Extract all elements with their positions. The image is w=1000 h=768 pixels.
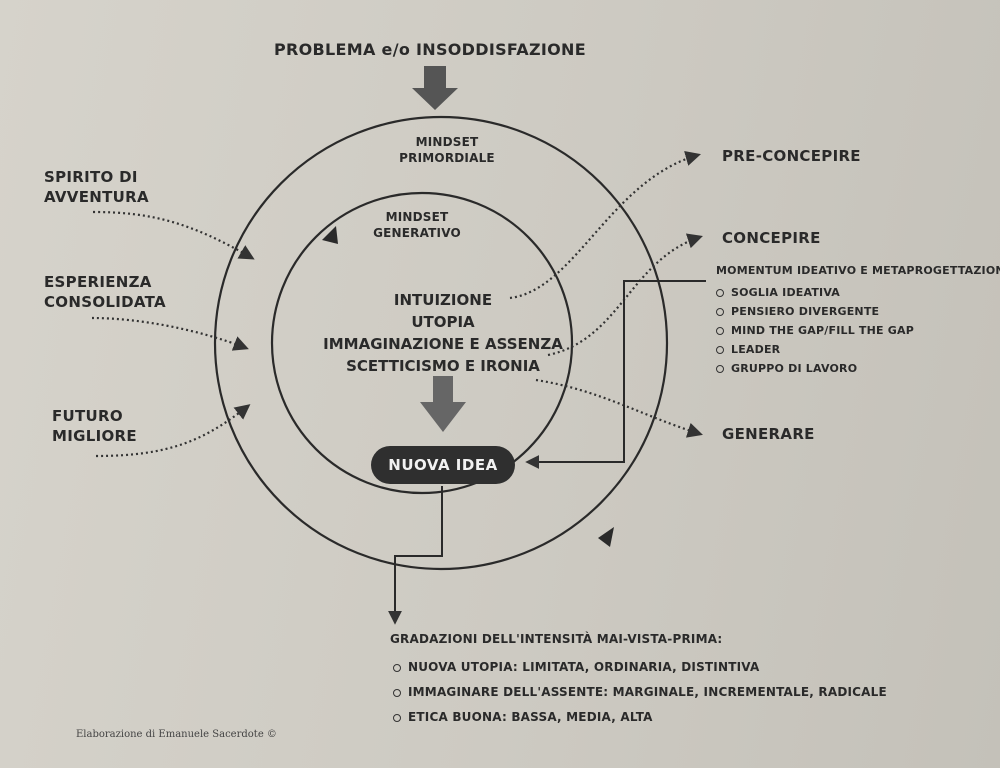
momentum-item: SOGLIA IDEATIVA: [716, 283, 914, 302]
output-curve-concepire: [547, 233, 703, 357]
bullet-circle-icon: [393, 663, 401, 672]
core-concepts: INTUIZIONE UTOPIA IMMAGINAZIONE E ASSENZ…: [300, 289, 586, 377]
momentum-item-label: SOGLIA IDEATIVA: [731, 286, 841, 299]
problem-label: PROBLEMA e/o INSODDISFAZIONE: [274, 40, 586, 59]
output-preconcepire: PRE-CONCEPIRE: [722, 147, 861, 165]
input-futuro: FUTURO MIGLIORE: [52, 406, 137, 446]
momentum-item: PENSIERO DIVERGENTE: [716, 302, 914, 321]
gradazioni-item-label: IMMAGINARE DELL'ASSENTE: MARGINALE, INCR…: [408, 685, 887, 699]
input-avventura-line2: AVVENTURA: [44, 188, 149, 206]
mindset-primordiale-line1: MINDSET: [415, 135, 479, 149]
momentum-item-label: PENSIERO DIVERGENTE: [731, 305, 880, 318]
bullet-circle-icon: [393, 713, 401, 722]
gradazioni-list: NUOVA UTOPIA: LIMITATA, ORDINARIA, DISTI…: [393, 655, 887, 730]
core-line-utopia: UTOPIA: [411, 313, 475, 331]
momentum-title: MOMENTUM IDEATIVO E METAPROGETTAZIONE: [716, 264, 1000, 277]
nuova-idea-pill: NUOVA IDEA: [371, 446, 515, 484]
outer-circle: [213, 115, 669, 571]
input-esperienza-line1: ESPERIENZA: [44, 273, 152, 291]
input-curve-futuro: [95, 404, 251, 458]
result-connector: [388, 486, 443, 625]
gradazioni-item: NUOVA UTOPIA: LIMITATA, ORDINARIA, DISTI…: [393, 655, 887, 680]
input-curve-avventura: [92, 210, 255, 260]
momentum-connector: [525, 280, 706, 469]
momentum-item-label: MIND THE GAP/FILL THE GAP: [731, 324, 914, 337]
mindset-generativo-line2: GENERATIVO: [373, 226, 461, 240]
output-curve-generare: [535, 378, 703, 438]
bullet-circle-icon: [393, 688, 401, 697]
problem-arrow: [412, 66, 458, 110]
output-concepire: CONCEPIRE: [722, 229, 821, 247]
inner-circle-arrowhead: [322, 226, 338, 244]
input-futuro-line1: FUTURO: [52, 407, 123, 425]
core-line-intuizione: INTUIZIONE: [393, 291, 493, 309]
input-esperienza: ESPERIENZA CONSOLIDATA: [44, 272, 166, 312]
bullet-circle-icon: [716, 307, 724, 316]
momentum-item: LEADER: [716, 340, 914, 359]
bullet-circle-icon: [716, 326, 724, 335]
bullet-circle-icon: [716, 288, 724, 297]
mindset-primordiale-line2: PRIMORDIALE: [399, 151, 495, 165]
input-avventura: SPIRITO DI AVVENTURA: [44, 167, 149, 207]
input-esperienza-line2: CONSOLIDATA: [44, 293, 166, 311]
momentum-item: MIND THE GAP/FILL THE GAP: [716, 321, 914, 340]
input-curve-esperienza: [91, 316, 249, 351]
gradazioni-item: ETICA BUONA: BASSA, MEDIA, ALTA: [393, 705, 887, 730]
core-line-scetticismo: SCETTICISMO E IRONIA: [346, 357, 540, 375]
gradazioni-title: GRADAZIONI DELL'INTENSITÀ MAI-VISTA-PRIM…: [390, 632, 723, 646]
mindset-generativo-label: MINDSET GENERATIVO: [357, 209, 477, 241]
gradazioni-item-label: NUOVA UTOPIA: LIMITATA, ORDINARIA, DISTI…: [408, 660, 760, 674]
input-futuro-line2: MIGLIORE: [52, 427, 137, 445]
momentum-list: SOGLIA IDEATIVA PENSIERO DIVERGENTE MIND…: [716, 283, 914, 378]
gradazioni-item-label: ETICA BUONA: BASSA, MEDIA, ALTA: [408, 710, 653, 724]
output-curve-preconcepire: [509, 150, 701, 300]
core-down-arrow: [420, 376, 466, 432]
bullet-circle-icon: [716, 364, 724, 373]
input-avventura-line1: SPIRITO DI: [44, 168, 138, 186]
momentum-item: GRUPPO DI LAVORO: [716, 359, 914, 378]
mindset-generativo-line1: MINDSET: [385, 210, 449, 224]
credit-text: Elaborazione di Emanuele Sacerdote ©: [76, 729, 277, 740]
output-generare: GENERARE: [722, 425, 815, 443]
core-line-immaginazione: IMMAGINAZIONE E ASSENZA: [323, 335, 563, 353]
bullet-circle-icon: [716, 345, 724, 354]
momentum-item-label: LEADER: [731, 343, 781, 356]
gradazioni-item: IMMAGINARE DELL'ASSENTE: MARGINALE, INCR…: [393, 680, 887, 705]
momentum-item-label: GRUPPO DI LAVORO: [731, 362, 858, 375]
inner-circle: [270, 191, 574, 495]
mindset-primordiale-label: MINDSET PRIMORDIALE: [387, 134, 507, 166]
outer-circle-arrowhead: [598, 527, 614, 547]
